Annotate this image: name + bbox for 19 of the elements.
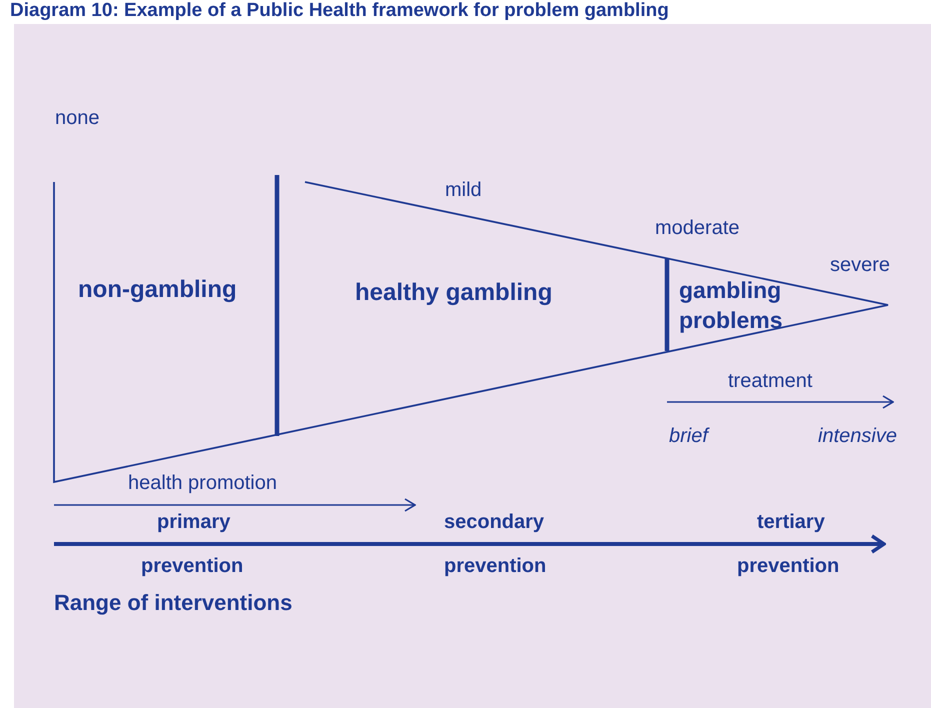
severity-label: mild (445, 179, 482, 202)
region-label: gambling problems (679, 276, 789, 336)
arrow-label: health promotion (128, 472, 277, 495)
severity-label: none (55, 107, 100, 130)
prevention-label: tertiary (757, 511, 825, 534)
arrow-label: treatment (728, 370, 812, 393)
region-label: healthy gambling (355, 279, 552, 307)
prevention-label: prevention (141, 555, 244, 578)
prevention-label: prevention (737, 555, 840, 578)
prevention-label: prevention (444, 555, 546, 578)
prevention-label: primary (157, 511, 230, 534)
diagram-title: Diagram 10: Example of a Public Health framework for problem gambling (10, 0, 669, 22)
severity-label: severe (830, 254, 890, 277)
region-label: non-gambling (78, 276, 237, 304)
severity-label: moderate (655, 217, 740, 240)
prevention-label: secondary (444, 511, 544, 534)
axis-title: Range of interventions (54, 590, 292, 616)
range-label: brief (669, 425, 708, 448)
range-label: intensive (818, 425, 897, 448)
